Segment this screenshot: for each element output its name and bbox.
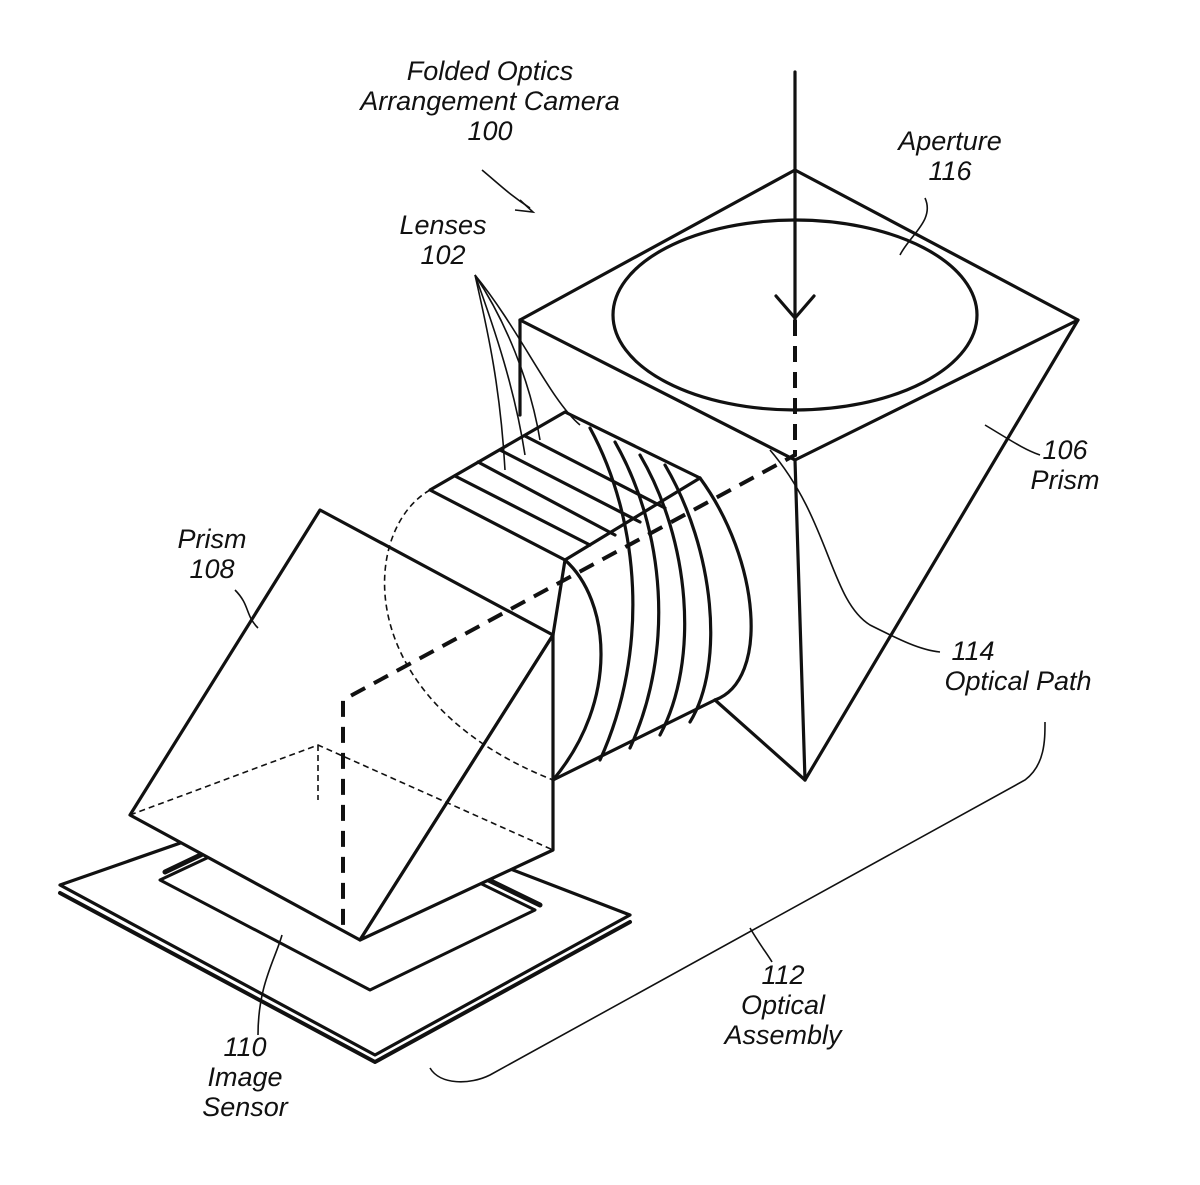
optical-assembly-line1: Optical bbox=[740, 990, 826, 1020]
prism-108-label: Prism 108 bbox=[178, 524, 247, 584]
optical-assembly-ref: 112 bbox=[761, 960, 805, 990]
prism-106-ref: 106 bbox=[1042, 435, 1088, 465]
optical-path-label: 114 Optical Path bbox=[944, 636, 1091, 696]
aperture-ref: 116 bbox=[928, 156, 972, 186]
title-label: Folded Optics Arrangement Camera 100 bbox=[360, 56, 620, 146]
optical-assembly-label: 112 Optical Assembly bbox=[724, 960, 841, 1050]
title-line2: Arrangement Camera bbox=[360, 86, 620, 116]
lenses-label: Lenses 102 bbox=[399, 210, 486, 270]
aperture-name: Aperture bbox=[898, 126, 1002, 156]
optical-path-ref: 114 bbox=[951, 636, 995, 666]
image-sensor-line1: Image bbox=[207, 1062, 283, 1092]
lenses-name: Lenses bbox=[399, 210, 487, 240]
image-sensor-label: 110 Image Sensor bbox=[202, 1032, 288, 1122]
image-sensor-line2: Sensor bbox=[202, 1092, 288, 1122]
prism-106-label: 106 Prism bbox=[1031, 435, 1100, 495]
lenses-102 bbox=[383, 410, 753, 782]
optical-path-name: Optical Path bbox=[944, 666, 1092, 696]
image-sensor-ref: 110 bbox=[223, 1032, 267, 1062]
title-ref: 100 bbox=[467, 116, 513, 146]
optical-path-114 bbox=[341, 70, 816, 930]
optical-assembly-line2: Assembly bbox=[724, 1020, 842, 1050]
aperture-label: Aperture 116 bbox=[898, 126, 1002, 186]
leader-lines bbox=[234, 169, 1046, 1083]
prism-106-name: Prism bbox=[1030, 465, 1100, 495]
lenses-ref: 102 bbox=[420, 240, 466, 270]
title-line1: Folded Optics bbox=[406, 56, 574, 86]
prism-108-ref: 108 bbox=[189, 554, 235, 584]
prism-108-name: Prism bbox=[177, 524, 247, 554]
